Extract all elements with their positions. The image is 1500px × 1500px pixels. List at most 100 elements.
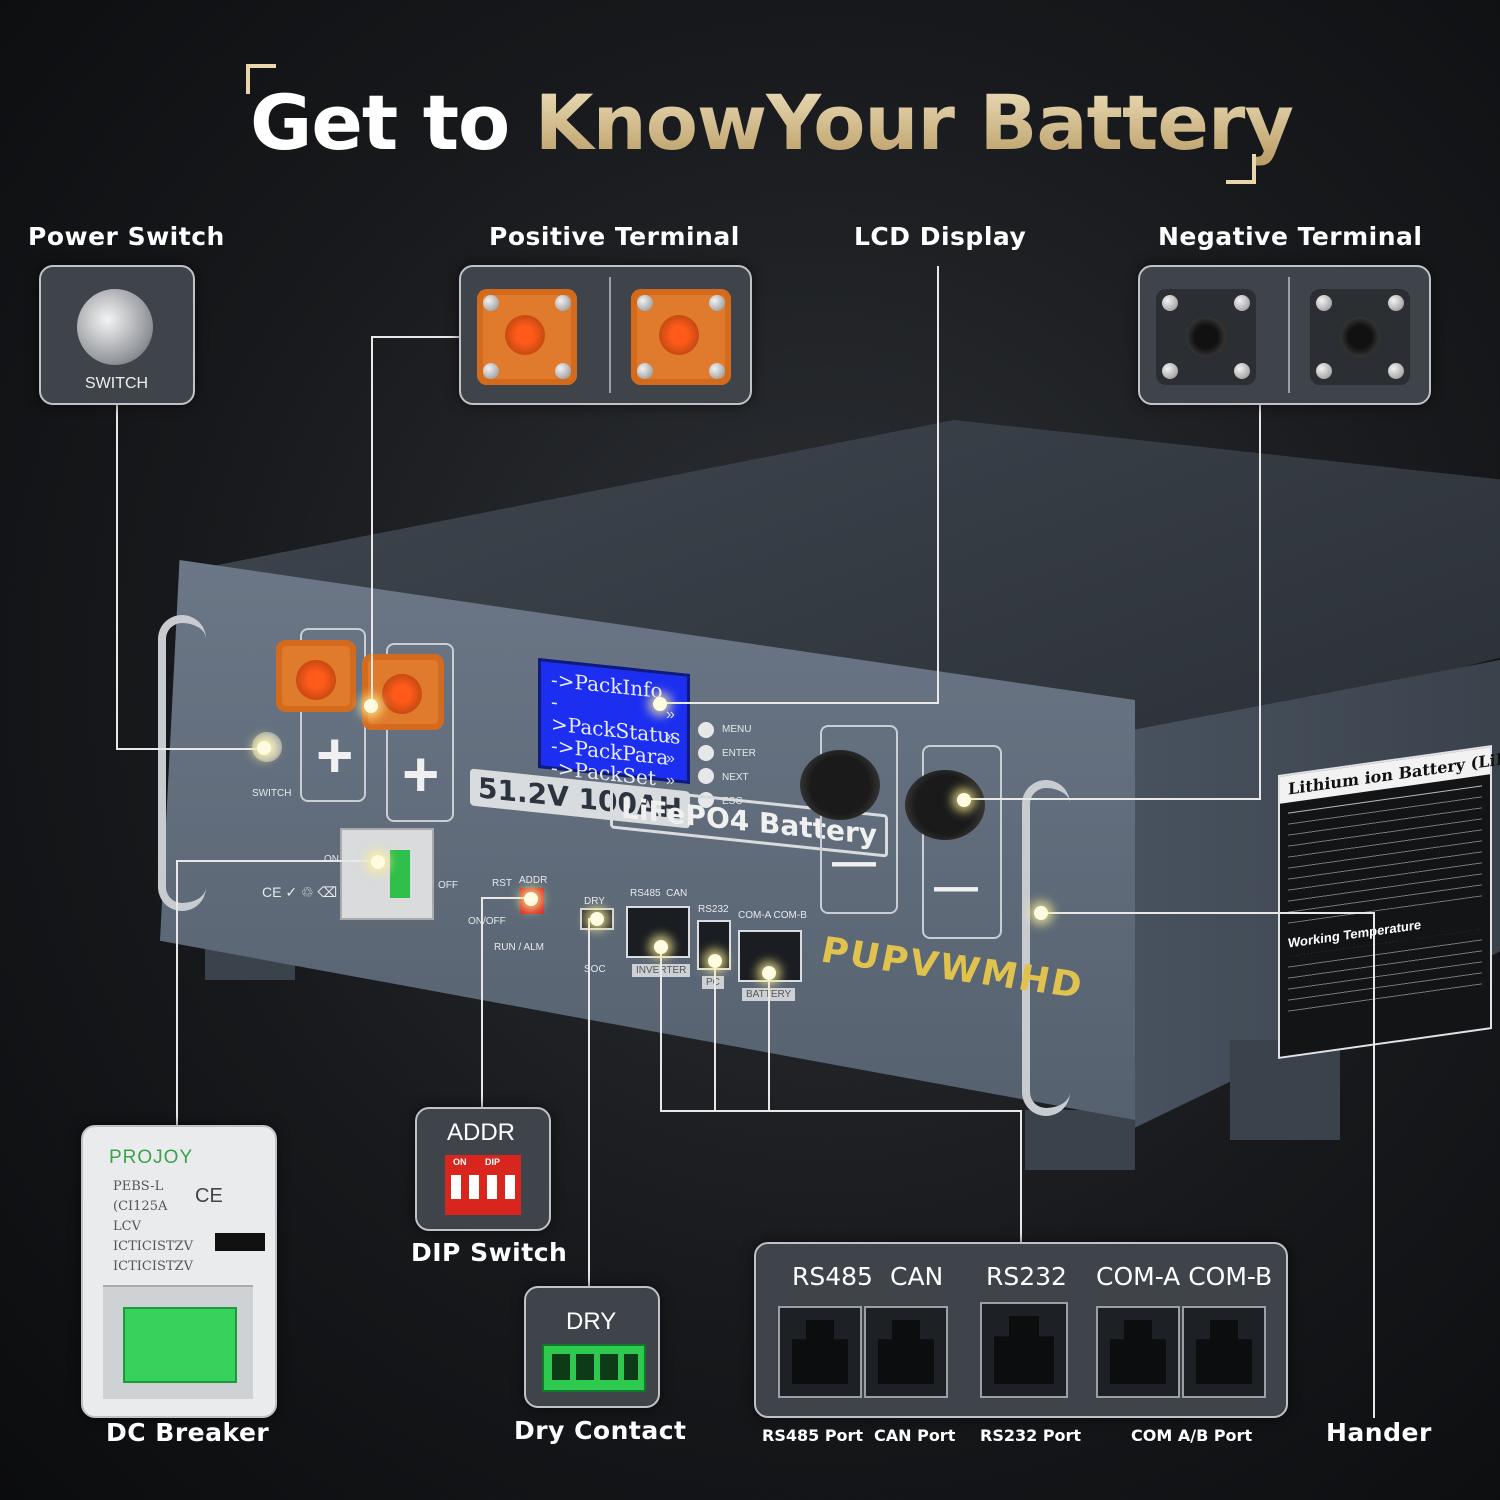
positive-terminal[interactable] [276,640,356,712]
callout-line [481,897,483,1107]
dip-lever [487,1175,497,1199]
dip-label: DIP [485,1157,501,1167]
divider [609,277,611,393]
highlight-dot [364,699,378,713]
breaker-brand: PROJOY [109,1147,194,1168]
negative-terminal[interactable] [800,750,880,820]
callout-line [588,918,590,1286]
callout-line [937,266,939,704]
rs232-port-caption: RS232 Port [980,1426,1082,1445]
highlight-dot [957,793,971,807]
addr-label: ADDR [519,875,548,886]
rs485-can-label: RS485 CAN [630,888,687,899]
headline-part1: Get to [250,78,535,167]
breaker-label-strip [215,1233,265,1251]
can-header: CAN [890,1262,944,1291]
rs232-header: RS232 [986,1262,1067,1291]
dip-switch-label: DIP Switch [411,1238,568,1267]
switch-knob [77,289,153,365]
ports-callout: RS485 CAN RS232 COM-A COM-B [754,1242,1288,1418]
dc-breaker[interactable] [340,828,434,920]
breaker-ce-mark: CE [195,1185,223,1207]
dry-contact-label: Dry Contact [514,1416,687,1445]
negative-terminal-frame: — [922,745,1002,939]
right-handle [1022,780,1070,1116]
positive-terminal-label: Positive Terminal [489,222,740,251]
dip-lever [505,1175,515,1199]
dry-callout: DRY [524,1286,660,1408]
positive-terminal-closeup [631,289,731,385]
certification-marks: CE ✓ ♲ ⌫ [262,884,338,900]
negative-terminal-closeup [1310,289,1410,385]
com-header: COM-A COM-B [1096,1262,1273,1291]
dc-breaker-label: DC Breaker [106,1418,270,1447]
highlight-dot [653,697,667,711]
headline-bracket-bottom-right [1226,154,1256,184]
callout-line [660,945,662,1111]
hander-label: Hander [1326,1418,1432,1447]
breaker-spec-line: LCV [113,1219,141,1234]
addr-title: ADDR [447,1119,516,1146]
battery-foot [1025,1110,1135,1170]
dry-pin [600,1354,618,1380]
minus-sign: — [832,837,876,886]
highlight-dot [654,940,668,954]
next-button[interactable] [698,768,714,784]
highlight-dot [590,912,604,926]
can-label: CAN [666,888,688,899]
menu-label: MENU [722,724,752,735]
dip-on-label: ON [453,1157,467,1167]
breaker-spec-line: ICTICISTZV [113,1259,193,1274]
callout-line [1259,404,1261,800]
positive-terminal-frame: + [386,643,454,822]
rst-label: RST [492,878,512,889]
dry-pin [624,1354,638,1380]
spec-sticker: Lithium ion Battery (LiFePO4) Working Te… [1278,741,1500,1060]
callout-line [714,960,716,1111]
plus-sign: + [402,738,440,810]
dry-title: DRY [566,1308,617,1335]
divider [1288,277,1290,393]
onoff-label: ON/OFF [468,916,506,927]
com-port-caption: COM A/B Port [1131,1426,1253,1445]
breaker-off-label: OFF [438,880,458,891]
soc-label: SOC [584,964,606,975]
can-port-caption: CAN Port [874,1426,956,1445]
headline: Get to KnowYour Battery [250,78,1294,167]
esc-button[interactable] [698,792,714,808]
callout-line [964,798,1261,800]
headline-bracket-top-left [246,64,276,94]
enter-button[interactable] [698,745,714,761]
negative-terminal[interactable] [905,770,985,840]
sticker-spec-table [1288,785,1482,924]
switch-label: SWITCH [252,788,292,799]
menu-button[interactable] [698,722,714,738]
power-switch-label: Power Switch [28,222,225,251]
switch-callout-text: SWITCH [85,375,149,392]
highlight-dot [524,892,538,906]
callout-line [1373,912,1375,1418]
dry-label: DRY [584,896,605,907]
dip-lever [469,1175,479,1199]
positive-terminal[interactable] [362,654,444,730]
callout-line [176,860,178,1126]
breaker-lever[interactable] [390,850,410,898]
com-label: COM-A COM-B [738,910,807,921]
enter-label: ENTER [722,748,756,759]
dip-switch-closeup: ON DIP [445,1155,521,1215]
breaker-on-label: ON [324,854,339,865]
esc-label: ESC [722,796,743,807]
rs485-header: RS485 [792,1262,873,1291]
rs232-port [980,1302,1068,1398]
breaker-spec-line: PEBS-L [113,1179,164,1194]
negative-terminal-label: Negative Terminal [1158,222,1423,251]
highlight-dot [708,954,722,968]
dc-breaker-callout: PROJOY PEBS-L (CI125A LCV ICTICISTZV ICT… [81,1125,277,1418]
callout-line [768,972,770,1111]
callout-line [176,860,378,862]
headline-part2: KnowYour Battery [534,78,1294,167]
negative-terminal-callout [1138,265,1431,405]
com-b-port [1182,1306,1266,1398]
com-a-port [1096,1306,1180,1398]
callout-line [116,404,118,750]
